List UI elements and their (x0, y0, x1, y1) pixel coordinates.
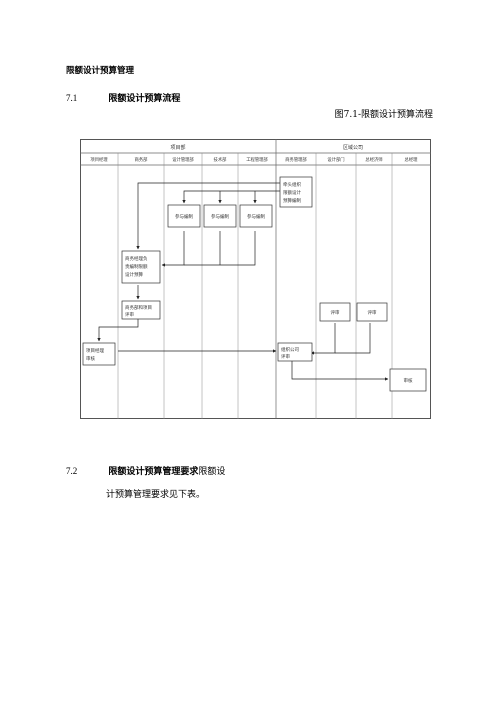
node-label: 项目经理 (86, 347, 104, 354)
node-org-review (277, 342, 313, 362)
section-7-1-heading: 7.1 限额设计预算流程 (66, 86, 180, 105)
node-label: 商务经理负 (125, 255, 148, 262)
node-label: 参与编制 (175, 213, 193, 220)
node-label: 设计预算 (125, 271, 143, 278)
node-participate-1 (167, 204, 201, 228)
node-review-econ (356, 302, 388, 322)
lane-header: 商务管理部 (285, 156, 307, 163)
section-title: 限额设计预算管理要求 (108, 467, 199, 477)
body-paragraph: 计预算管理要求见下表。 (106, 490, 206, 500)
lane-header: 商务部 (135, 156, 149, 163)
node-label: 组织公司 (281, 346, 299, 353)
lane-header: 工程管理部 (246, 156, 268, 163)
node-label: 评审 (125, 311, 134, 318)
section-title: 限额设计预算流程 (108, 94, 181, 104)
node-label: 审核 (404, 377, 413, 384)
process-flowchart: 项目部 区域公司 项目经理 商务部 设计管理部 技术部 工程管理部 商务管理部 … (80, 139, 431, 419)
node-review-1 (121, 300, 161, 320)
lane-header: 设计部门 (327, 156, 344, 163)
lane-header: 技术部 (214, 156, 228, 163)
node-compile-budget (121, 250, 161, 284)
node-label: 评审 (331, 309, 340, 316)
node-label: 评审 (368, 309, 377, 316)
node-label: 参与编制 (211, 213, 229, 220)
node-participate-2 (203, 204, 237, 228)
node-participate-3 (239, 204, 273, 228)
node-label: 审核 (86, 355, 95, 362)
section-inline-text: 限额设 (198, 466, 226, 476)
node-label: 限额设计 (283, 189, 301, 196)
lane-header: 总经济师 (365, 156, 383, 163)
lane-header: 设计管理部 (172, 156, 194, 163)
document-title: 限额设计预算管理 (66, 66, 135, 76)
node-label: 预算编制 (283, 197, 301, 204)
node-label: 商务部和项目 (125, 304, 152, 311)
node-label: 牵头组织 (283, 181, 301, 188)
node-label: 参与编制 (247, 213, 265, 220)
figure-caption: 图7.1-限额设计预算流程 (334, 110, 433, 120)
section-number: 7.2 (66, 466, 78, 476)
section-7-2-heading: 7.2 限额设计预算管理要求限额设 (66, 459, 225, 478)
lane-header: 总经理 (405, 156, 419, 163)
node-review-design (319, 302, 351, 322)
node-label: 评审 (281, 353, 290, 360)
node-lead-compile (279, 176, 313, 208)
group-header-region: 区域公司 (343, 144, 363, 151)
group-header-project: 项目部 (170, 144, 185, 151)
node-label: 责编制限额 (125, 263, 148, 270)
lane-header: 项目经理 (90, 156, 108, 163)
node-approve (389, 368, 427, 392)
section-number: 7.1 (66, 93, 78, 103)
node-pm-review (82, 342, 116, 366)
flow-connectors (97, 182, 389, 381)
